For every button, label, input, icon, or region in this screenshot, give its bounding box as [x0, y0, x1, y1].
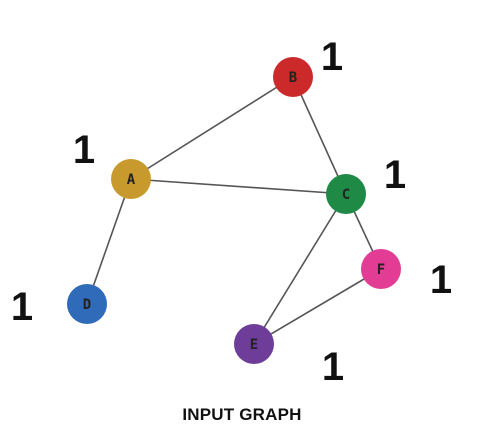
node-a: A	[111, 159, 151, 199]
node-circle	[67, 284, 107, 324]
node-weight-b: 1	[321, 35, 343, 79]
node-circle	[111, 159, 151, 199]
node-label: F	[377, 262, 385, 278]
weight-layer: 1 1 1 1 1 1	[11, 35, 452, 389]
node-layer: A B C D E F	[67, 57, 401, 364]
edge-a-b	[130, 76, 294, 180]
edge-a-c	[130, 178, 347, 195]
node-label: E	[250, 337, 258, 353]
node-label: D	[83, 297, 91, 313]
node-weight-d: 1	[11, 285, 33, 329]
node-label: A	[127, 172, 136, 188]
edge-b-c	[292, 76, 347, 195]
node-c: C	[326, 174, 366, 214]
node-weight-f: 1	[430, 258, 452, 302]
node-weight-a: 1	[73, 128, 95, 172]
node-weight-c: 1	[384, 153, 406, 197]
node-circle	[326, 174, 366, 214]
edge-a-d	[86, 178, 132, 305]
node-label: C	[342, 187, 350, 203]
node-circle	[273, 57, 313, 97]
edge-e-f	[253, 268, 382, 345]
node-d: D	[67, 284, 107, 324]
node-b: B	[273, 57, 313, 97]
node-circle	[234, 324, 274, 364]
diagram-caption: INPUT GRAPH	[182, 405, 302, 424]
node-f: F	[361, 249, 401, 289]
node-e: E	[234, 324, 274, 364]
node-circle	[361, 249, 401, 289]
node-label: B	[289, 70, 297, 86]
edge-c-e	[253, 193, 347, 345]
node-weight-e: 1	[322, 345, 344, 389]
